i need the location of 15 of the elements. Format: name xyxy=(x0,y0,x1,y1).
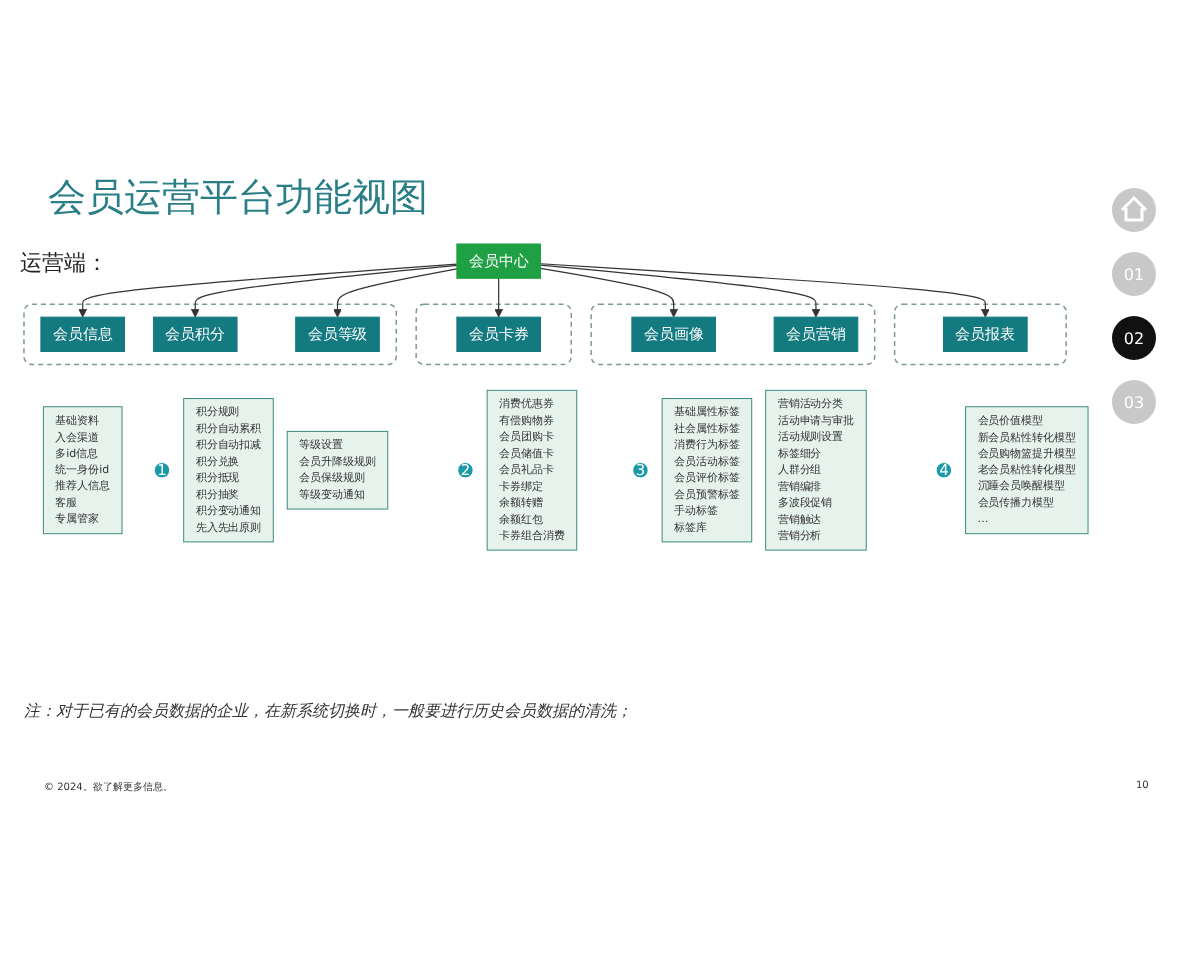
arrow xyxy=(539,263,990,318)
arrow xyxy=(539,267,679,318)
cluster xyxy=(893,303,1067,366)
page-indicator: 02 xyxy=(1112,316,1156,360)
section-label: 运营端： xyxy=(20,248,108,278)
cluster xyxy=(415,303,572,366)
arrow xyxy=(494,277,504,318)
page-title: 会员运营平台功能视图 xyxy=(48,174,428,224)
arrow xyxy=(333,268,458,318)
cluster xyxy=(590,303,876,366)
arrow xyxy=(190,264,458,318)
footnote: 注：对于已有的会员数据的企业，在新系统切换时，一般要进行历史会员数据的清洗； xyxy=(24,700,632,722)
cluster xyxy=(23,303,397,366)
arrow xyxy=(78,263,458,318)
arrow xyxy=(539,264,821,318)
